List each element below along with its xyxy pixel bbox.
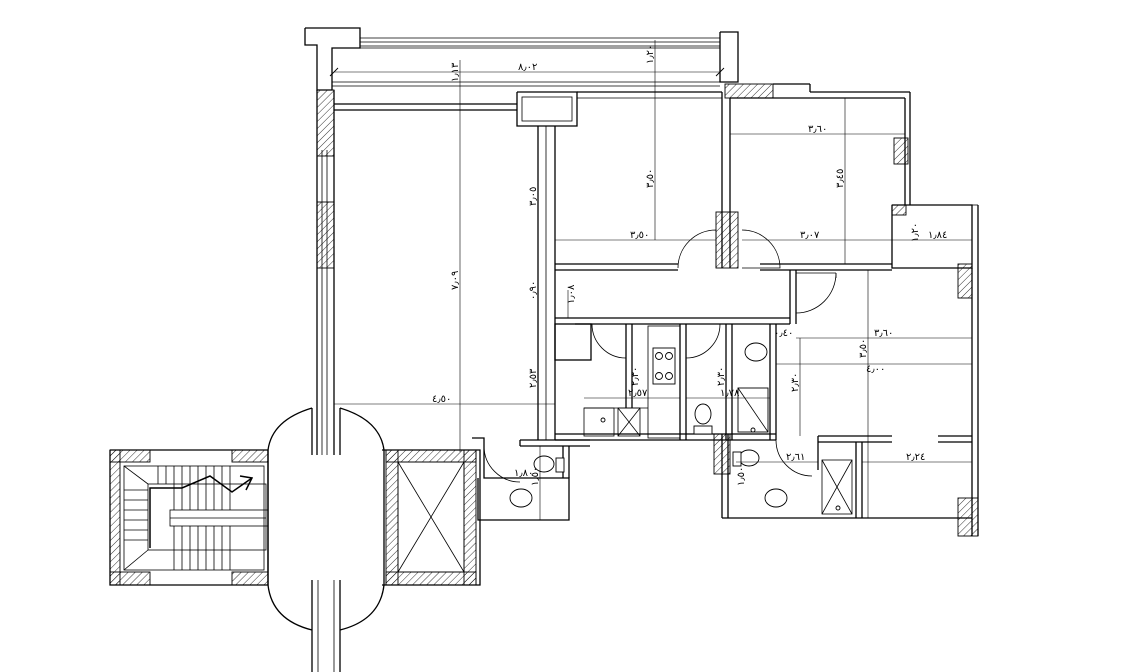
dim-kitchen-w: ٢٫٥٧ [628,388,648,399]
dim-wall-top-left: ١٫١٣ [450,62,461,82]
dim-corridor-left-height: ٣٫٠٥ [528,187,539,206]
dim-overall-width: ٨٫٠٢ [518,62,537,73]
dim-room-right-height: ٣٫٤٥ [835,169,846,188]
dim-bath-h: ٢٫٣٠ [716,367,727,386]
dim-kitchen-h2: ٢٫٣٠ [630,367,641,386]
dim-wall-top-right: ١٫٢٠ [645,45,656,64]
dim-room-mid-height: ٣٫٥٠ [645,169,656,188]
dim-corridor-h: ١٫٠٨ [566,284,577,304]
dim-wc-left-width: ١٫٨٠ [514,468,533,479]
dim-bed3-h: ٣٫٥٠ [858,339,869,358]
dimension-labels: ٨٫٠٢ ١٫١٣ ١٫٢٠ ٣٫٦٠ ٣٫٤٥ ٣٫٥٠ ٣٫٥٠ ٣٫٠٧ … [432,45,947,486]
dim-balcony-depth: ١٫٨٤ [928,230,947,241]
dim-bed3-gap: ٠٫٤٠ [774,328,793,339]
dimension-lines [329,40,972,520]
dim-bed3-h2: ٤٫٠٠ [866,364,885,375]
dim-room-right-width: ٣٫٦٠ [808,124,827,135]
doors [483,229,837,483]
dim-balcony-width: ١٫٢٠ [910,223,921,242]
dim-bath-w: ١٫٧٨ [720,388,740,399]
dim-room-right-width2: ٣٫٠٧ [800,230,820,241]
stair-core [123,465,269,571]
dim-wc-width: ٢٫٦١ [786,452,805,463]
dim-corridor-h2: ٠٫٩٠ [528,281,539,300]
dim-bath2-width: ٢٫٢٤ [906,452,925,463]
dim-bed3-width: ٣٫٦٠ [874,328,893,339]
dim-wc-left-height: ١٫٥٠ [530,467,541,486]
fixtures [509,342,841,511]
dim-room-mid-width: ٣٫٥٠ [630,230,649,241]
dim-bed3-h3: ٢٫٣٠ [790,373,801,392]
dim-living-height: ٧٫٠٩ [450,271,461,290]
dim-kitchen-h: ٢٫٥٣ [528,368,539,388]
dim-living-width: ٤٫٥٠ [432,394,451,405]
exterior-walls [109,27,979,672]
dim-wc-right-height: ١٫٥٠ [736,467,747,486]
